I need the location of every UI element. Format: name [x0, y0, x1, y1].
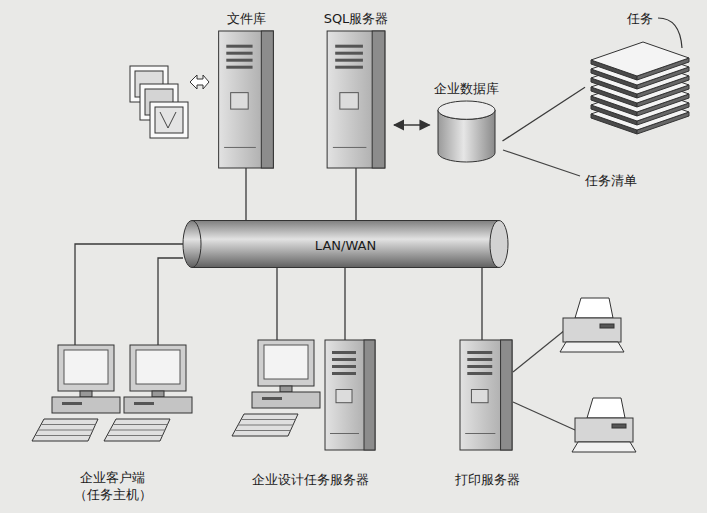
label-box: 企业客户端 （任务主机） [30, 469, 195, 503]
network-link [503, 87, 586, 141]
database-cylinder: 企业数据库 [430, 78, 503, 162]
network-link [355, 168, 356, 220]
network-pipe: LAN/WAN [183, 220, 508, 268]
node-label: 文件库 [227, 10, 266, 27]
node-label: 打印服务器 [455, 471, 520, 488]
label-box: 企业设计任务服务器 [240, 469, 380, 488]
double-arrow [190, 75, 209, 89]
label-box: 文件库 [210, 8, 282, 27]
network-link [344, 268, 345, 340]
node-label: 任务 [627, 10, 653, 27]
label-box: 打印服务器 [440, 469, 535, 488]
network-link [75, 244, 183, 345]
design-icon [240, 340, 380, 490]
node-label: 企业客户端 （任务主机） [63, 469, 163, 503]
node-label: 企业数据库 [434, 80, 499, 97]
sql-server: SQL服务器 [318, 8, 394, 168]
text-label: 任务清单 [585, 172, 637, 189]
printer-symbol [560, 298, 624, 352]
label-box: 任务 [585, 8, 695, 27]
label-box: LAN/WAN [183, 235, 508, 254]
leader-line [503, 150, 580, 176]
print-server: 打印服务器 [440, 340, 535, 490]
client-hosts: 企业客户端 （任务主机） [30, 345, 195, 505]
node-label: LAN/WAN [315, 237, 376, 254]
network-link [394, 124, 430, 126]
label-box: 企业数据库 [430, 78, 503, 97]
server-icon [318, 8, 394, 168]
printer-symbol [572, 398, 636, 452]
network-link [276, 268, 277, 340]
label-box: SQL服务器 [318, 8, 394, 27]
server-icon [210, 8, 282, 168]
network-link [245, 168, 246, 220]
file-server: 文件库 [210, 8, 282, 168]
network-link [158, 258, 183, 345]
network-link [481, 268, 482, 340]
picture-files [130, 66, 188, 138]
task-stack: 任务 [585, 8, 695, 140]
node-label: SQL服务器 [324, 10, 389, 27]
print-icon [440, 340, 535, 490]
node-label: 企业设计任务服务器 [252, 471, 369, 488]
design-server: 企业设计任务服务器 [240, 340, 380, 490]
stack-icon [585, 8, 695, 140]
list-label: 任务清单 [585, 170, 637, 189]
